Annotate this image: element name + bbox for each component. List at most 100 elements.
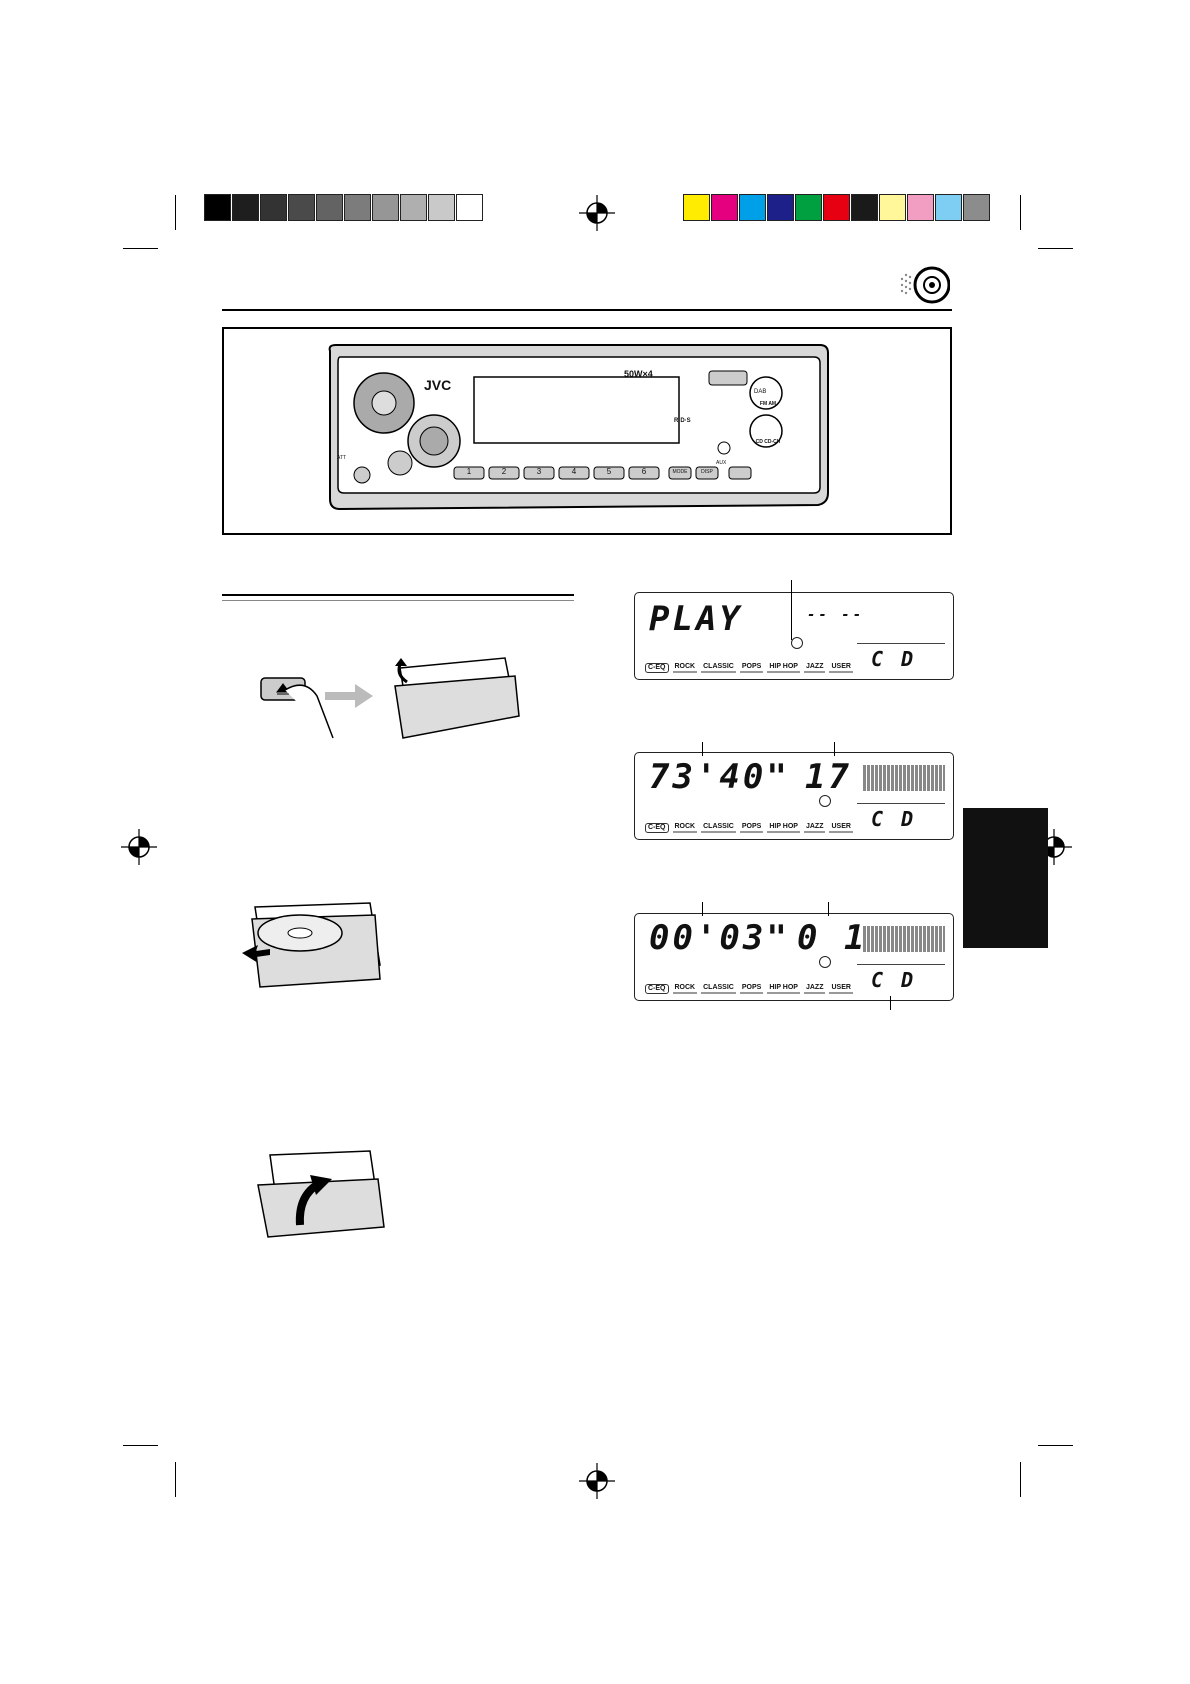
insert-disc-illustration [242, 902, 381, 988]
power-label: 50W×4 [624, 369, 653, 379]
color-swatch [907, 194, 934, 221]
callout-line [702, 902, 703, 916]
color-swatch [823, 194, 850, 221]
gray-swatch [232, 194, 259, 221]
preset-button-6[interactable]: 6 [641, 467, 647, 476]
eq-label: USER [829, 663, 853, 673]
crop-mark [175, 195, 176, 230]
gray-swatch [260, 194, 287, 221]
rds-label: R·D·S [674, 418, 691, 424]
color-swatch [683, 194, 710, 221]
lcd-source: C D [871, 968, 917, 992]
mode-button[interactable]: MODE [672, 469, 688, 475]
lcd-track: 0 1 [797, 918, 868, 958]
color-swatch [851, 194, 878, 221]
disc-indicator-icon [819, 956, 831, 968]
callout-line [828, 902, 829, 916]
color-swatch [767, 194, 794, 221]
crop-mark [123, 1445, 158, 1446]
eq-label: USER [829, 823, 853, 833]
color-swatch [935, 194, 962, 221]
callout-line [791, 580, 792, 640]
disp-button[interactable]: DISP [701, 469, 713, 475]
callout-line [834, 742, 835, 756]
eject-step-illustration [260, 657, 520, 739]
eq-label: ROCK [672, 823, 698, 833]
eq-label: C-EQ [645, 984, 669, 994]
eq-label: CLASSIC [701, 663, 736, 673]
eq-label: POPS [739, 823, 764, 833]
callout-line [702, 742, 703, 756]
eq-label: C-EQ [645, 663, 669, 673]
header-rule [222, 309, 952, 311]
crop-mark [1038, 1445, 1073, 1446]
eq-mode-row: C-EQ ROCK CLASSIC POPS HIP HOP JAZZ USER [645, 984, 853, 994]
section-rule [222, 594, 574, 596]
preset-button-2[interactable]: 2 [501, 467, 507, 476]
lcd-source: C D [871, 807, 917, 831]
eq-label: CLASSIC [701, 984, 736, 994]
language-tab [963, 808, 1048, 948]
level-meter [863, 765, 945, 791]
aux-label: AUX [716, 460, 727, 466]
eq-label: USER [829, 984, 853, 994]
eq-label: C-EQ [645, 823, 669, 833]
lcd-time: 00'03" [649, 918, 790, 958]
eq-label: HIP HOP [767, 984, 800, 994]
lcd-display-elapsed-time: 00'03" 0 1 C D C-EQ ROCK CLASSIC POPS HI… [634, 913, 954, 1001]
gray-swatch [456, 194, 483, 221]
gray-swatch [204, 194, 231, 221]
color-swatch [963, 194, 990, 221]
color-swatch [879, 194, 906, 221]
eq-label: HIP HOP [767, 823, 800, 833]
eq-label: JAZZ [803, 663, 826, 673]
lcd-time: 73'40" [649, 757, 790, 797]
section-rule [222, 600, 574, 601]
fm-am-button[interactable]: FM AM [759, 401, 777, 407]
close-panel-illustration [257, 1150, 385, 1238]
disc-indicator-icon [791, 637, 803, 649]
lcd-dashes: -- -- [807, 607, 865, 623]
preset-button-4[interactable]: 4 [571, 467, 577, 476]
cd-section-icon [900, 266, 950, 304]
gray-swatch [372, 194, 399, 221]
eq-label: HIP HOP [767, 663, 800, 673]
preset-button-3[interactable]: 3 [536, 467, 542, 476]
eq-label: ROCK [672, 663, 698, 673]
eq-label: POPS [739, 663, 764, 673]
eq-label: ROCK [672, 984, 698, 994]
eq-label: JAZZ [803, 823, 826, 833]
lcd-main-text: PLAY [649, 599, 743, 639]
eq-mode-row: C-EQ ROCK CLASSIC POPS HIP HOP JAZZ USER [645, 663, 853, 673]
cd-button[interactable]: CD CD-CH [755, 439, 781, 445]
eq-label: CLASSIC [701, 823, 736, 833]
lcd-display-play: PLAY -- -- C D C-EQ ROCK CLASSIC POPS HI… [634, 592, 954, 680]
gray-swatch [288, 194, 315, 221]
level-meter [863, 926, 945, 952]
crop-mark [1020, 1462, 1021, 1497]
gray-swatch [316, 194, 343, 221]
color-swatch [739, 194, 766, 221]
gray-swatch [428, 194, 455, 221]
eq-label: JAZZ [803, 984, 826, 994]
registration-mark-icon [121, 829, 157, 865]
head-unit-illustration [328, 344, 829, 511]
crop-mark [123, 248, 158, 249]
color-swatch [795, 194, 822, 221]
eq-label: POPS [739, 984, 764, 994]
crop-mark [1038, 248, 1073, 249]
dab-label: DAB [754, 389, 767, 395]
disc-indicator-icon [819, 795, 831, 807]
lcd-divider [857, 964, 945, 965]
att-label: ATT [337, 455, 347, 461]
lcd-divider [857, 643, 945, 644]
preset-button-1[interactable]: 1 [466, 467, 472, 476]
gray-swatch [344, 194, 371, 221]
gray-swatch [400, 194, 427, 221]
crop-mark [175, 1462, 176, 1497]
preset-button-5[interactable]: 5 [606, 467, 612, 476]
registration-mark-icon [579, 1463, 615, 1499]
eq-mode-row: C-EQ ROCK CLASSIC POPS HIP HOP JAZZ USER [645, 823, 853, 833]
crop-mark [1020, 195, 1021, 230]
brand-label: JVC [424, 377, 452, 393]
